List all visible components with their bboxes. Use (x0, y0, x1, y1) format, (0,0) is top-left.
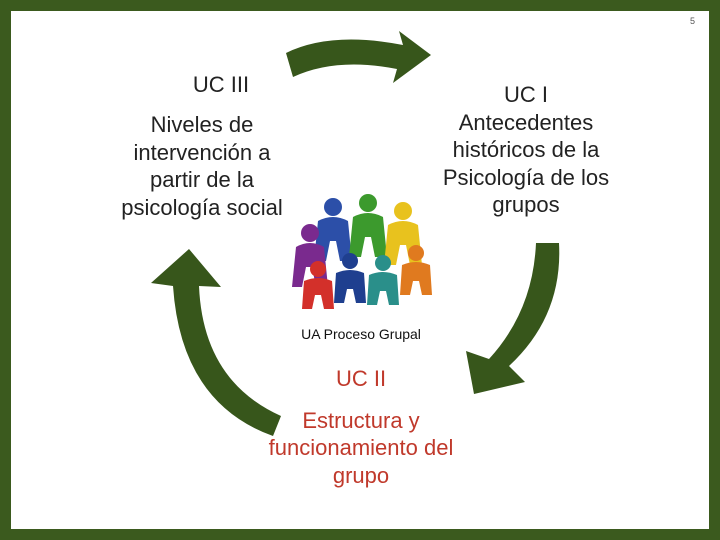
page-number: 5 (689, 16, 695, 26)
uc2-title: UC II (335, 366, 387, 391)
center-label: UA Proceso Grupal (301, 326, 421, 342)
uc3-description: Niveles de intervención a partir de la p… (121, 112, 283, 220)
arrow-uc2-to-uc3 (151, 249, 281, 436)
uc1-block: UC I Antecedentes históricos de la Psico… (416, 81, 636, 219)
uc2-block: UC II Estructura y funcionamiento del gr… (251, 365, 471, 489)
uc1-title: UC I (504, 82, 548, 107)
person-green (349, 194, 387, 257)
cycle-arrows (151, 31, 560, 436)
uc1-description: Antecedentes históricos de la Psicología… (442, 109, 610, 218)
people-group-icon (292, 194, 432, 309)
arrow-uc3-to-uc1 (286, 31, 431, 83)
person-darkblue (334, 253, 366, 303)
person-teal (367, 255, 399, 305)
slide: 5 UC III Niveles de intervención a parti… (11, 11, 709, 529)
person-red (302, 261, 334, 309)
uc3-title: UC III (192, 72, 250, 97)
person-orange (400, 245, 432, 295)
uc2-description: Estructura y funcionamiento del grupo (268, 407, 454, 488)
arrow-uc1-to-uc2 (466, 243, 560, 394)
